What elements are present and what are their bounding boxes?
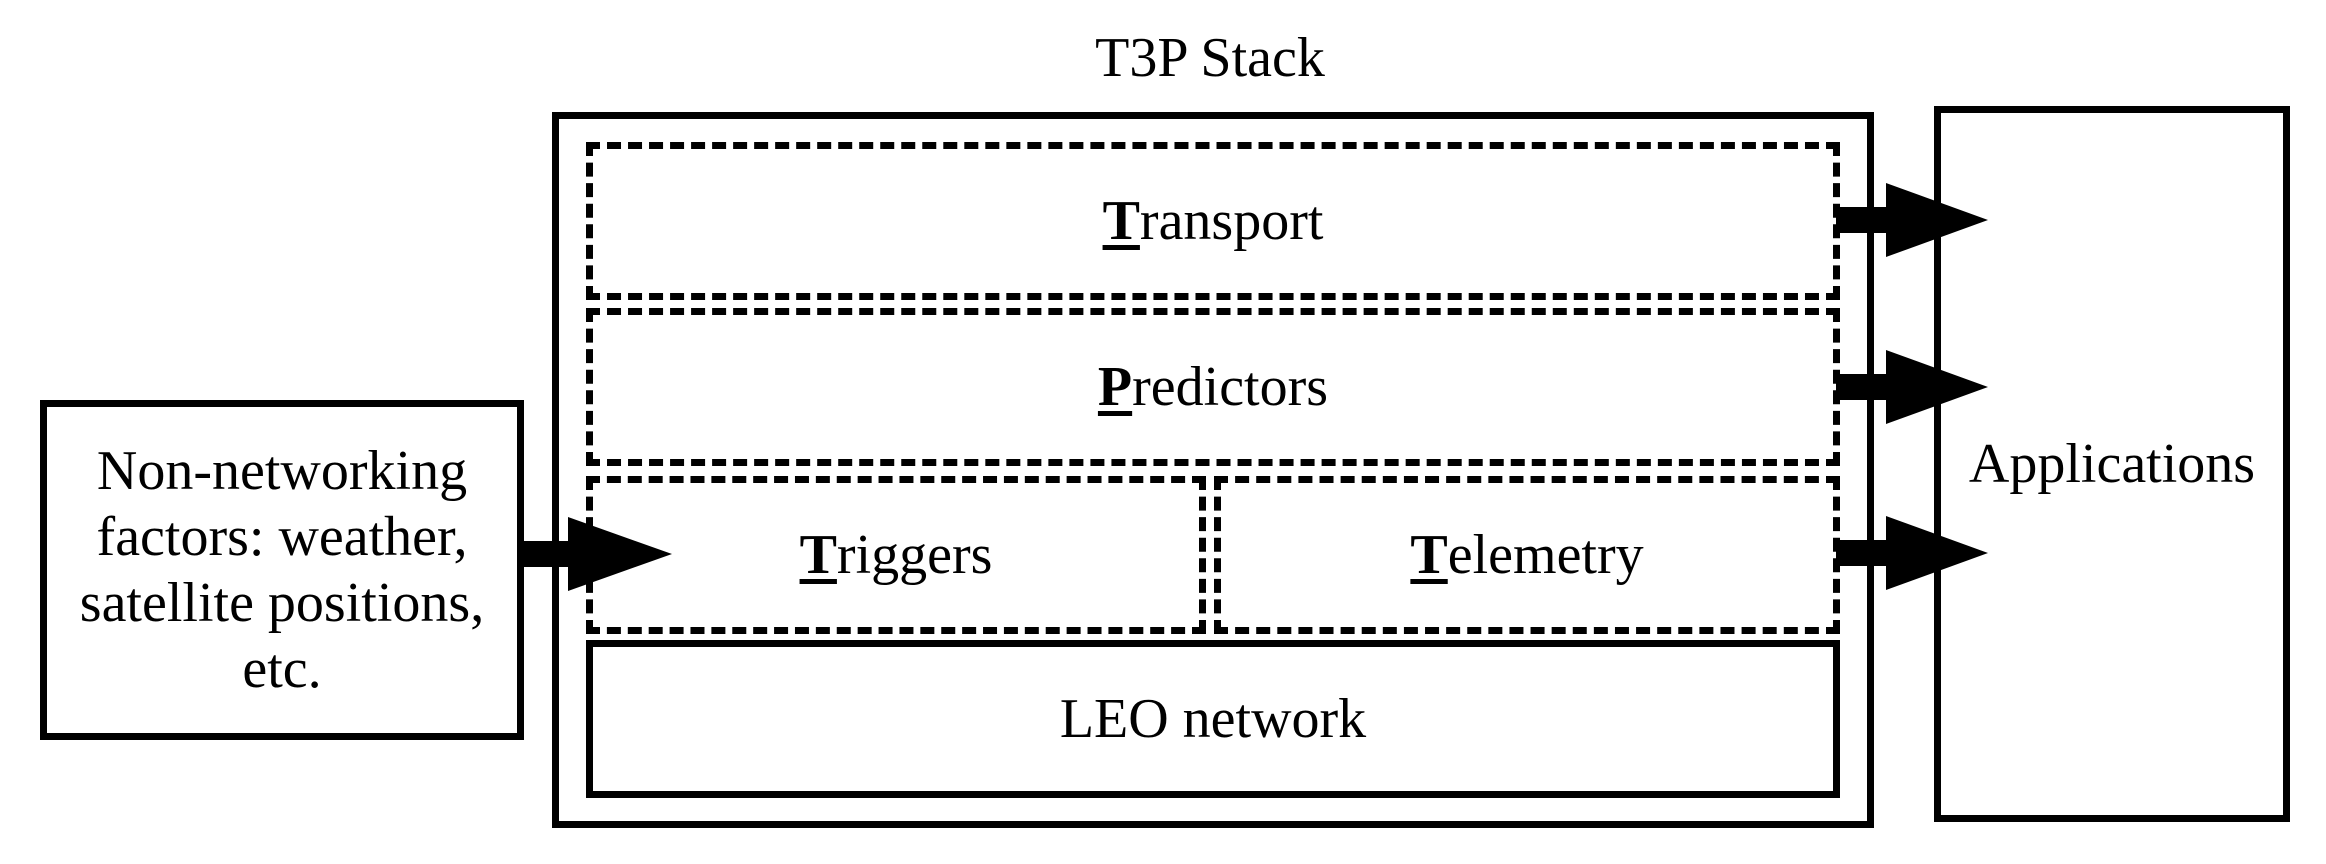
non-networking-factors-box: Non-networking factors: weather, satelli… <box>40 400 524 740</box>
factors-line-4: etc. <box>242 638 322 701</box>
transport-label: Transport <box>1103 187 1324 255</box>
predictors-label-rest: redictors <box>1132 355 1329 418</box>
factors-line-2: factors: weather, <box>96 505 468 568</box>
stack-title-text: T3P Stack <box>1095 26 1325 89</box>
applications-box: Applications <box>1934 106 2290 822</box>
transport-layer: Transport <box>586 142 1840 300</box>
predictors-to-applications-arrow <box>1836 350 1988 424</box>
triggers-label-lead: T <box>799 523 837 586</box>
leo-network-layer: LEO network <box>586 640 1840 798</box>
telemetry-label-rest: elemetry <box>1447 523 1644 586</box>
transport-to-applications-arrow <box>1836 183 1988 257</box>
telemetry-label-lead: T <box>1410 523 1448 586</box>
t3p-stack-box <box>552 112 1874 828</box>
predictors-layer: Predictors <box>586 308 1840 466</box>
transport-label-rest: ransport <box>1139 189 1324 252</box>
telemetry-label: Telemetry <box>1410 521 1643 589</box>
applications-label: Applications <box>1968 432 2256 495</box>
triggers-label-rest: riggers <box>836 523 993 586</box>
leo-network-label: LEO network <box>1059 687 1367 750</box>
input-arrow <box>520 517 672 591</box>
transport-label-lead: T <box>1102 189 1140 252</box>
triggers-label: Triggers <box>800 521 993 589</box>
factors-line-3: satellite positions, <box>79 572 485 634</box>
predictors-label: Predictors <box>1098 353 1328 421</box>
predictors-label-lead: P <box>1097 355 1133 418</box>
telemetry-to-applications-arrow <box>1836 516 1988 590</box>
factors-line-1: Non-networking <box>96 439 468 502</box>
stack-title: T3P Stack <box>1000 18 1420 98</box>
